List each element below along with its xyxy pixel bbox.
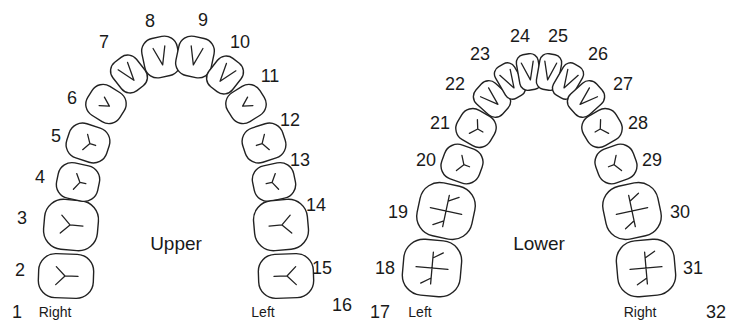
tooth-number: 31 (683, 259, 703, 277)
tooth (42, 198, 100, 253)
tooth-number: 11 (261, 67, 280, 85)
tooth (62, 119, 113, 166)
tooth-number: 12 (280, 111, 300, 129)
arch-label: Lower (513, 234, 565, 253)
tooth-number: 6 (67, 89, 77, 107)
tooth (599, 179, 665, 243)
tooth-number: 7 (99, 33, 109, 51)
tooth-number: 10 (230, 33, 250, 51)
tooth-number: 23 (470, 45, 490, 63)
tooth-number: 5 (51, 127, 61, 145)
tooth-number: 30 (670, 203, 690, 221)
tooth-number: 4 (35, 168, 45, 186)
tooth-number: 19 (388, 203, 408, 221)
tooth (413, 179, 479, 243)
tooth-number: 14 (306, 196, 326, 214)
tooth (54, 160, 103, 204)
tooth-number: 29 (642, 151, 662, 169)
tooth-number: 17 (370, 303, 390, 321)
tooth-number: 22 (445, 75, 465, 93)
tooth-number: 32 (706, 303, 726, 321)
tooth-number: 24 (510, 27, 530, 45)
tooth-number: 8 (145, 12, 155, 30)
tooth-number: 27 (613, 75, 633, 93)
tooth (252, 198, 310, 253)
tooth-number: 9 (198, 11, 208, 29)
tooth-number: 26 (588, 45, 608, 63)
tooth-number: 16 (332, 296, 352, 314)
tooth (591, 140, 641, 188)
tooth (401, 238, 464, 299)
side-label: Right (39, 305, 72, 319)
tooth-number: 20 (416, 151, 436, 169)
tooth (38, 253, 95, 299)
tooth-number: 13 (290, 151, 310, 169)
tooth-number: 28 (628, 114, 648, 132)
tooth (221, 80, 271, 129)
tooth-number: 2 (15, 261, 25, 279)
side-label: Left (408, 305, 431, 319)
tooth-number: 3 (17, 209, 27, 227)
tooth (615, 238, 678, 299)
tooth-number: 15 (312, 259, 332, 277)
tooth (258, 253, 315, 299)
tooth-number: 1 (12, 303, 22, 321)
tooth-number: 18 (375, 259, 395, 277)
tooth-number: 25 (548, 27, 568, 45)
side-label: Left (251, 305, 274, 319)
arch-label: Upper (150, 234, 202, 253)
tooth-number: 21 (430, 114, 450, 132)
side-label: Right (624, 305, 657, 319)
